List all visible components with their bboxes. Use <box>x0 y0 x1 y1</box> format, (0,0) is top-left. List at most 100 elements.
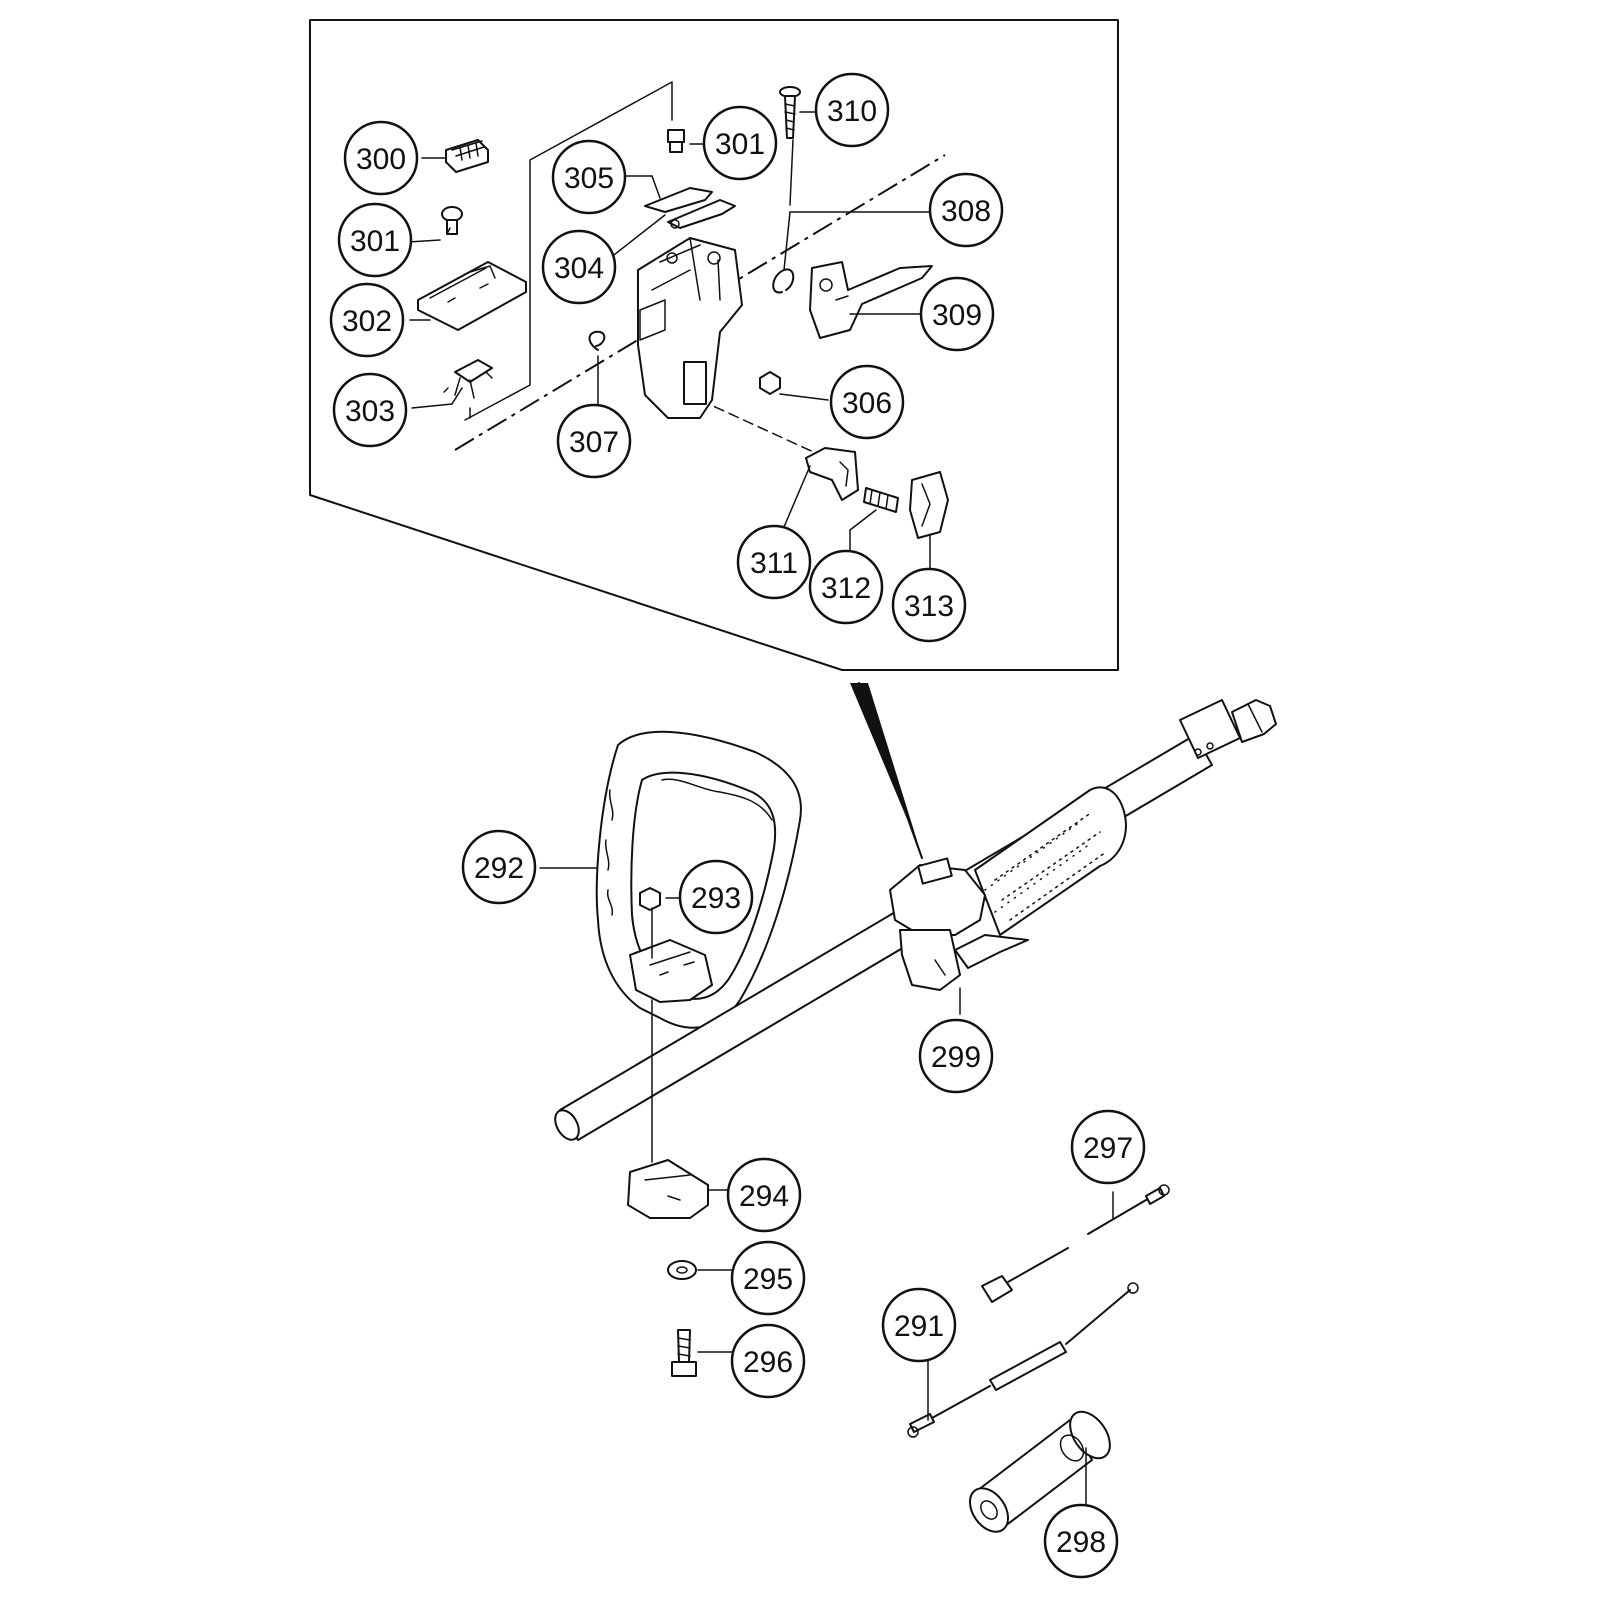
part-number-text: 291 <box>894 1310 944 1343</box>
part-number-text: 313 <box>904 590 954 623</box>
part-label-304: 304 <box>541 229 617 305</box>
part-label-305: 305 <box>551 139 627 215</box>
part-number-text: 298 <box>1056 1526 1106 1559</box>
label-bubble <box>829 364 905 440</box>
label-bubble <box>918 1018 994 1094</box>
part-number-text: 312 <box>821 572 871 605</box>
part-293-icon <box>639 887 661 911</box>
part-label-297: 297 <box>1070 1109 1146 1185</box>
part-297-icon <box>981 1184 1170 1303</box>
part-number-text: 309 <box>932 299 982 332</box>
part-295-icon <box>667 1260 697 1280</box>
part-307-icon <box>588 330 606 351</box>
part-309-icon <box>809 261 933 339</box>
part-312-icon <box>863 487 899 513</box>
part-label-313: 313 <box>891 567 967 643</box>
part-number-text: 303 <box>345 395 395 428</box>
label-bubble <box>730 1240 806 1316</box>
part-number-text: 308 <box>941 195 991 228</box>
part-label-306: 306 <box>829 364 905 440</box>
part-label-310: 310 <box>814 72 890 148</box>
label-bubble <box>332 372 408 448</box>
part-305-icon <box>644 187 713 213</box>
part-number-text: 307 <box>569 426 619 459</box>
label-bubble <box>1070 1109 1146 1185</box>
part-number-text: 305 <box>564 162 614 195</box>
part-310-icon <box>779 86 801 139</box>
main-leader-lines <box>539 867 1114 1509</box>
part-number-text: 297 <box>1083 1132 1133 1165</box>
part-label-299: 299 <box>918 1018 994 1094</box>
part-label-300: 300 <box>343 120 419 196</box>
inset-frame <box>309 19 1119 671</box>
part-number-text: 300 <box>356 143 406 176</box>
part-label-301: 301 <box>337 202 413 278</box>
label-bubble <box>730 1323 806 1399</box>
part-label-298: 298 <box>1043 1503 1119 1579</box>
label-bubble <box>461 829 537 905</box>
label-bubble <box>726 1157 802 1233</box>
part-number-text: 301 <box>350 225 400 258</box>
part-304-icon <box>667 199 736 229</box>
part-291-icon <box>907 1282 1139 1438</box>
part-number-text: 304 <box>554 252 604 285</box>
part-label-311: 311 <box>736 524 812 600</box>
label-bubble <box>556 403 632 479</box>
part-number-text: 301 <box>715 128 765 161</box>
part-label-296: 296 <box>730 1323 806 1399</box>
label-bubble <box>337 202 413 278</box>
label-bubble <box>919 276 995 352</box>
label-bubble <box>814 72 890 148</box>
part-label-309: 309 <box>919 276 995 352</box>
label-bubble <box>1043 1503 1119 1579</box>
label-bubble <box>928 172 1004 248</box>
part-label-301: 301 <box>702 105 778 181</box>
part-label-294: 294 <box>726 1157 802 1233</box>
part-number-text: 311 <box>750 547 798 580</box>
label-bubble <box>881 1287 957 1363</box>
part-label-291: 291 <box>881 1287 957 1363</box>
part-308-icon <box>772 268 795 294</box>
part-labels: 300 301 301 302 303 304 305 306 307 308 309 310 311 3… <box>329 72 1146 1579</box>
part-number-text: 293 <box>691 882 741 915</box>
part-300-icon <box>445 139 489 173</box>
part-label-312: 312 <box>808 549 884 625</box>
part-303-icon <box>443 359 493 399</box>
part-number-text: 299 <box>931 1041 981 1074</box>
part-label-307: 307 <box>556 403 632 479</box>
part-298-icon <box>968 1410 1111 1533</box>
part-301-upper-icon <box>667 129 685 153</box>
part-number-text: 306 <box>842 387 892 420</box>
part-301-left-icon <box>441 206 463 235</box>
part-302-icon <box>417 261 527 331</box>
part-294-icon <box>627 1159 709 1219</box>
part-label-303: 303 <box>332 372 408 448</box>
part-label-292: 292 <box>461 829 537 905</box>
label-bubble <box>736 524 812 600</box>
part-label-302: 302 <box>329 282 405 358</box>
part-311-icon <box>805 447 859 501</box>
part-number-text: 302 <box>342 305 392 338</box>
part-number-text: 292 <box>474 852 524 885</box>
part-number-text: 296 <box>743 1346 793 1379</box>
part-306-icon <box>759 371 781 395</box>
part-313-icon <box>909 471 949 539</box>
throttle-housing-exploded <box>407 81 949 573</box>
label-bubble <box>343 120 419 196</box>
detail-pointer-arrow <box>850 682 923 859</box>
part-label-293: 293 <box>678 859 754 935</box>
label-bubble <box>551 139 627 215</box>
label-bubble <box>329 282 405 358</box>
part-number-text: 294 <box>739 1180 789 1213</box>
label-bubble <box>808 549 884 625</box>
part-number-text: 295 <box>743 1263 793 1296</box>
part-label-308: 308 <box>928 172 1004 248</box>
label-bubble <box>541 229 617 305</box>
label-bubble <box>678 859 754 935</box>
grip-throttle-illustration <box>889 786 1127 991</box>
label-bubble <box>702 105 778 181</box>
part-296-icon <box>671 1329 697 1377</box>
part-number-text: 310 <box>827 95 877 128</box>
part-label-295: 295 <box>730 1240 806 1316</box>
